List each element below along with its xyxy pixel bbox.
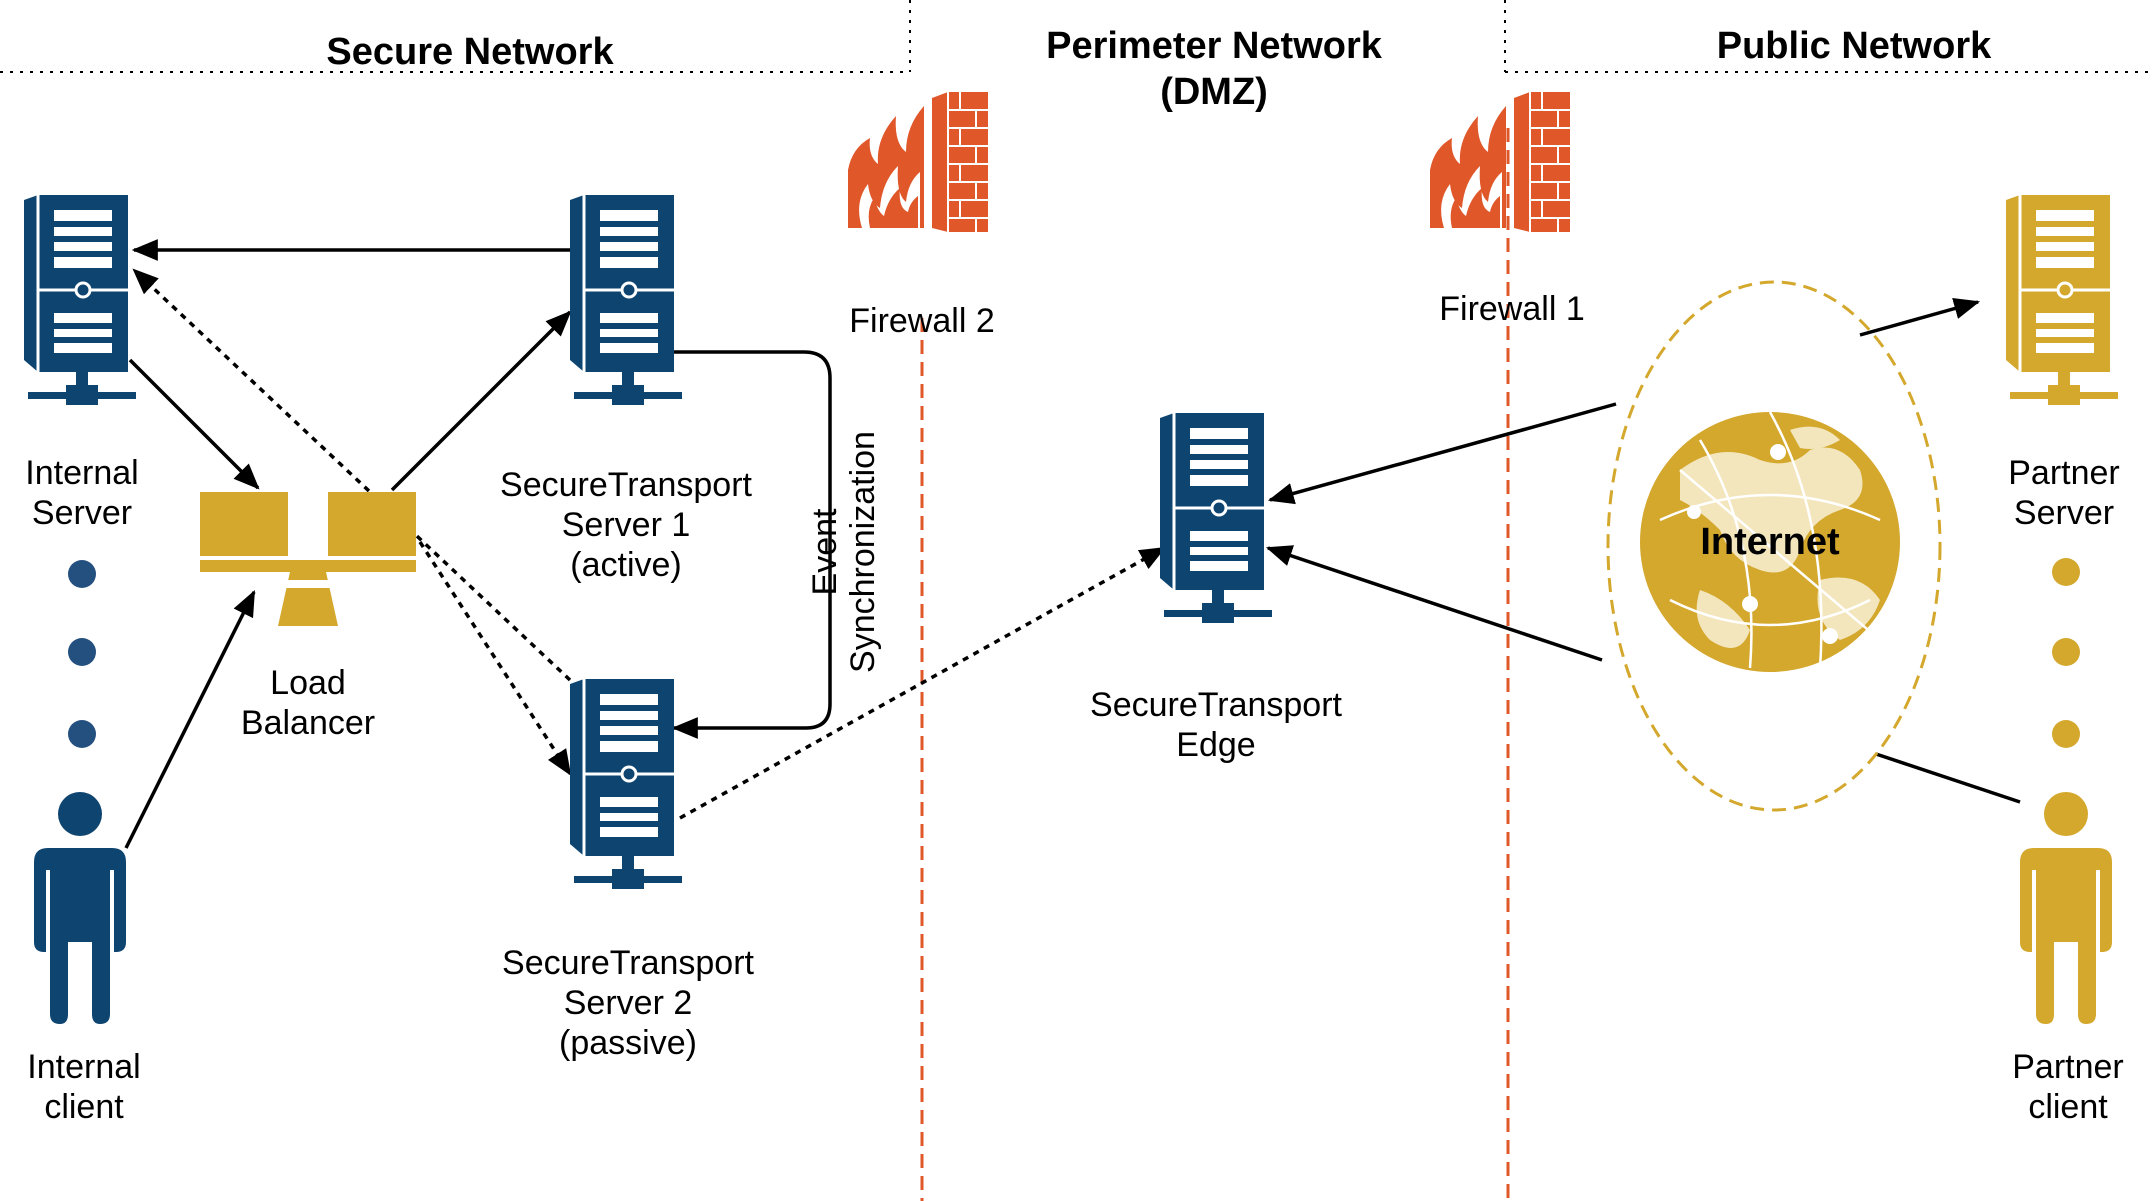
internal-server-label-line-2: Server xyxy=(32,494,132,532)
arrow-internet-to-edge-upper xyxy=(1267,402,1617,505)
event-sync-line-1: Event xyxy=(806,508,844,595)
secure-network-title: Secure Network xyxy=(326,31,614,73)
partner-client-label-line-1: Partner xyxy=(2012,1048,2124,1086)
event-sync-arrow xyxy=(650,341,832,739)
internal-server-label-line-1: Internal xyxy=(25,454,138,492)
internal-server-icon xyxy=(24,195,136,405)
ellipsis-dot xyxy=(68,720,96,748)
internet-boundary xyxy=(1606,280,1942,812)
arrow-internal-server-to-load-balancer xyxy=(128,358,260,490)
arrow-internet-to-partner-server xyxy=(1859,297,1981,337)
internal-ellipsis-dots xyxy=(68,560,96,748)
ellipsis-dot xyxy=(68,638,96,666)
st-server-2-label-line-1: SecureTransport xyxy=(502,944,755,982)
globe-icon xyxy=(1640,411,1900,672)
firewall-1-label: Firewall 1 xyxy=(1439,290,1584,328)
load-balancer-label-line-2: Balancer xyxy=(241,704,375,742)
load-balancer-icon xyxy=(200,492,416,626)
firewall-2-label: Firewall 2 xyxy=(849,302,994,340)
internal-client-label-line-1: Internal xyxy=(27,1048,140,1086)
ellipsis-dot xyxy=(2052,558,2080,586)
firewall-2-icon xyxy=(847,91,989,233)
st-edge-icon xyxy=(1160,413,1272,623)
connections xyxy=(124,239,2021,849)
st-edge-label-line-1: SecureTransport xyxy=(1090,686,1343,724)
zone-boundaries xyxy=(0,0,2154,73)
firewall-1-icon xyxy=(1429,91,1571,233)
internal-client-label-line-2: client xyxy=(44,1088,124,1126)
st-server-2-icon xyxy=(570,679,682,889)
partner-server-icon xyxy=(2006,195,2118,405)
event-sync-line-2: Synchronization xyxy=(844,431,882,673)
internal-client-icon xyxy=(34,792,126,1024)
st-server-1-icon xyxy=(570,195,682,405)
dotted-arrow-st2-to-edge xyxy=(679,546,1166,820)
event-sync-label: Event Synchronization xyxy=(806,431,882,673)
ellipsis-dot xyxy=(2052,638,2080,666)
partner-server-label-line-1: Partner xyxy=(2008,454,2120,492)
st-server-1-label-line-3: (active) xyxy=(570,546,681,584)
line-partner-client-to-internet xyxy=(1875,752,2021,804)
ellipsis-dot xyxy=(2052,720,2080,748)
arrow-internal-client-to-load-balancer xyxy=(124,590,256,849)
partner-client-icon xyxy=(2020,792,2112,1024)
ellipsis-dot xyxy=(68,560,96,588)
arrow-internet-to-edge-lower xyxy=(1265,545,1603,662)
partner-ellipsis-dots xyxy=(2052,558,2080,748)
st-edge-label-line-2: Edge xyxy=(1176,726,1255,764)
st-server-1-label-line-1: SecureTransport xyxy=(500,466,753,504)
st-server-2-label-line-2: Server 2 xyxy=(564,984,693,1022)
st-server-2-label-line-3: (passive) xyxy=(559,1024,697,1062)
st-server-1-label-line-2: Server 1 xyxy=(562,506,691,544)
perimeter-network-title: Perimeter Network xyxy=(1046,25,1383,67)
public-network-title: Public Network xyxy=(1717,25,1992,67)
partner-server-label-line-2: Server xyxy=(2014,494,2114,532)
arrow-load-balancer-to-st1 xyxy=(390,310,572,492)
partner-client-label-line-2: client xyxy=(2028,1088,2108,1126)
load-balancer-label-line-1: Load xyxy=(270,664,346,702)
dmz-subtitle: (DMZ) xyxy=(1160,71,1268,113)
dotted-arrow-st2-to-internal-server xyxy=(132,268,572,682)
dotted-arrow-load-balancer-to-st2 xyxy=(418,541,572,776)
internet-label: Internet xyxy=(1700,521,1840,563)
